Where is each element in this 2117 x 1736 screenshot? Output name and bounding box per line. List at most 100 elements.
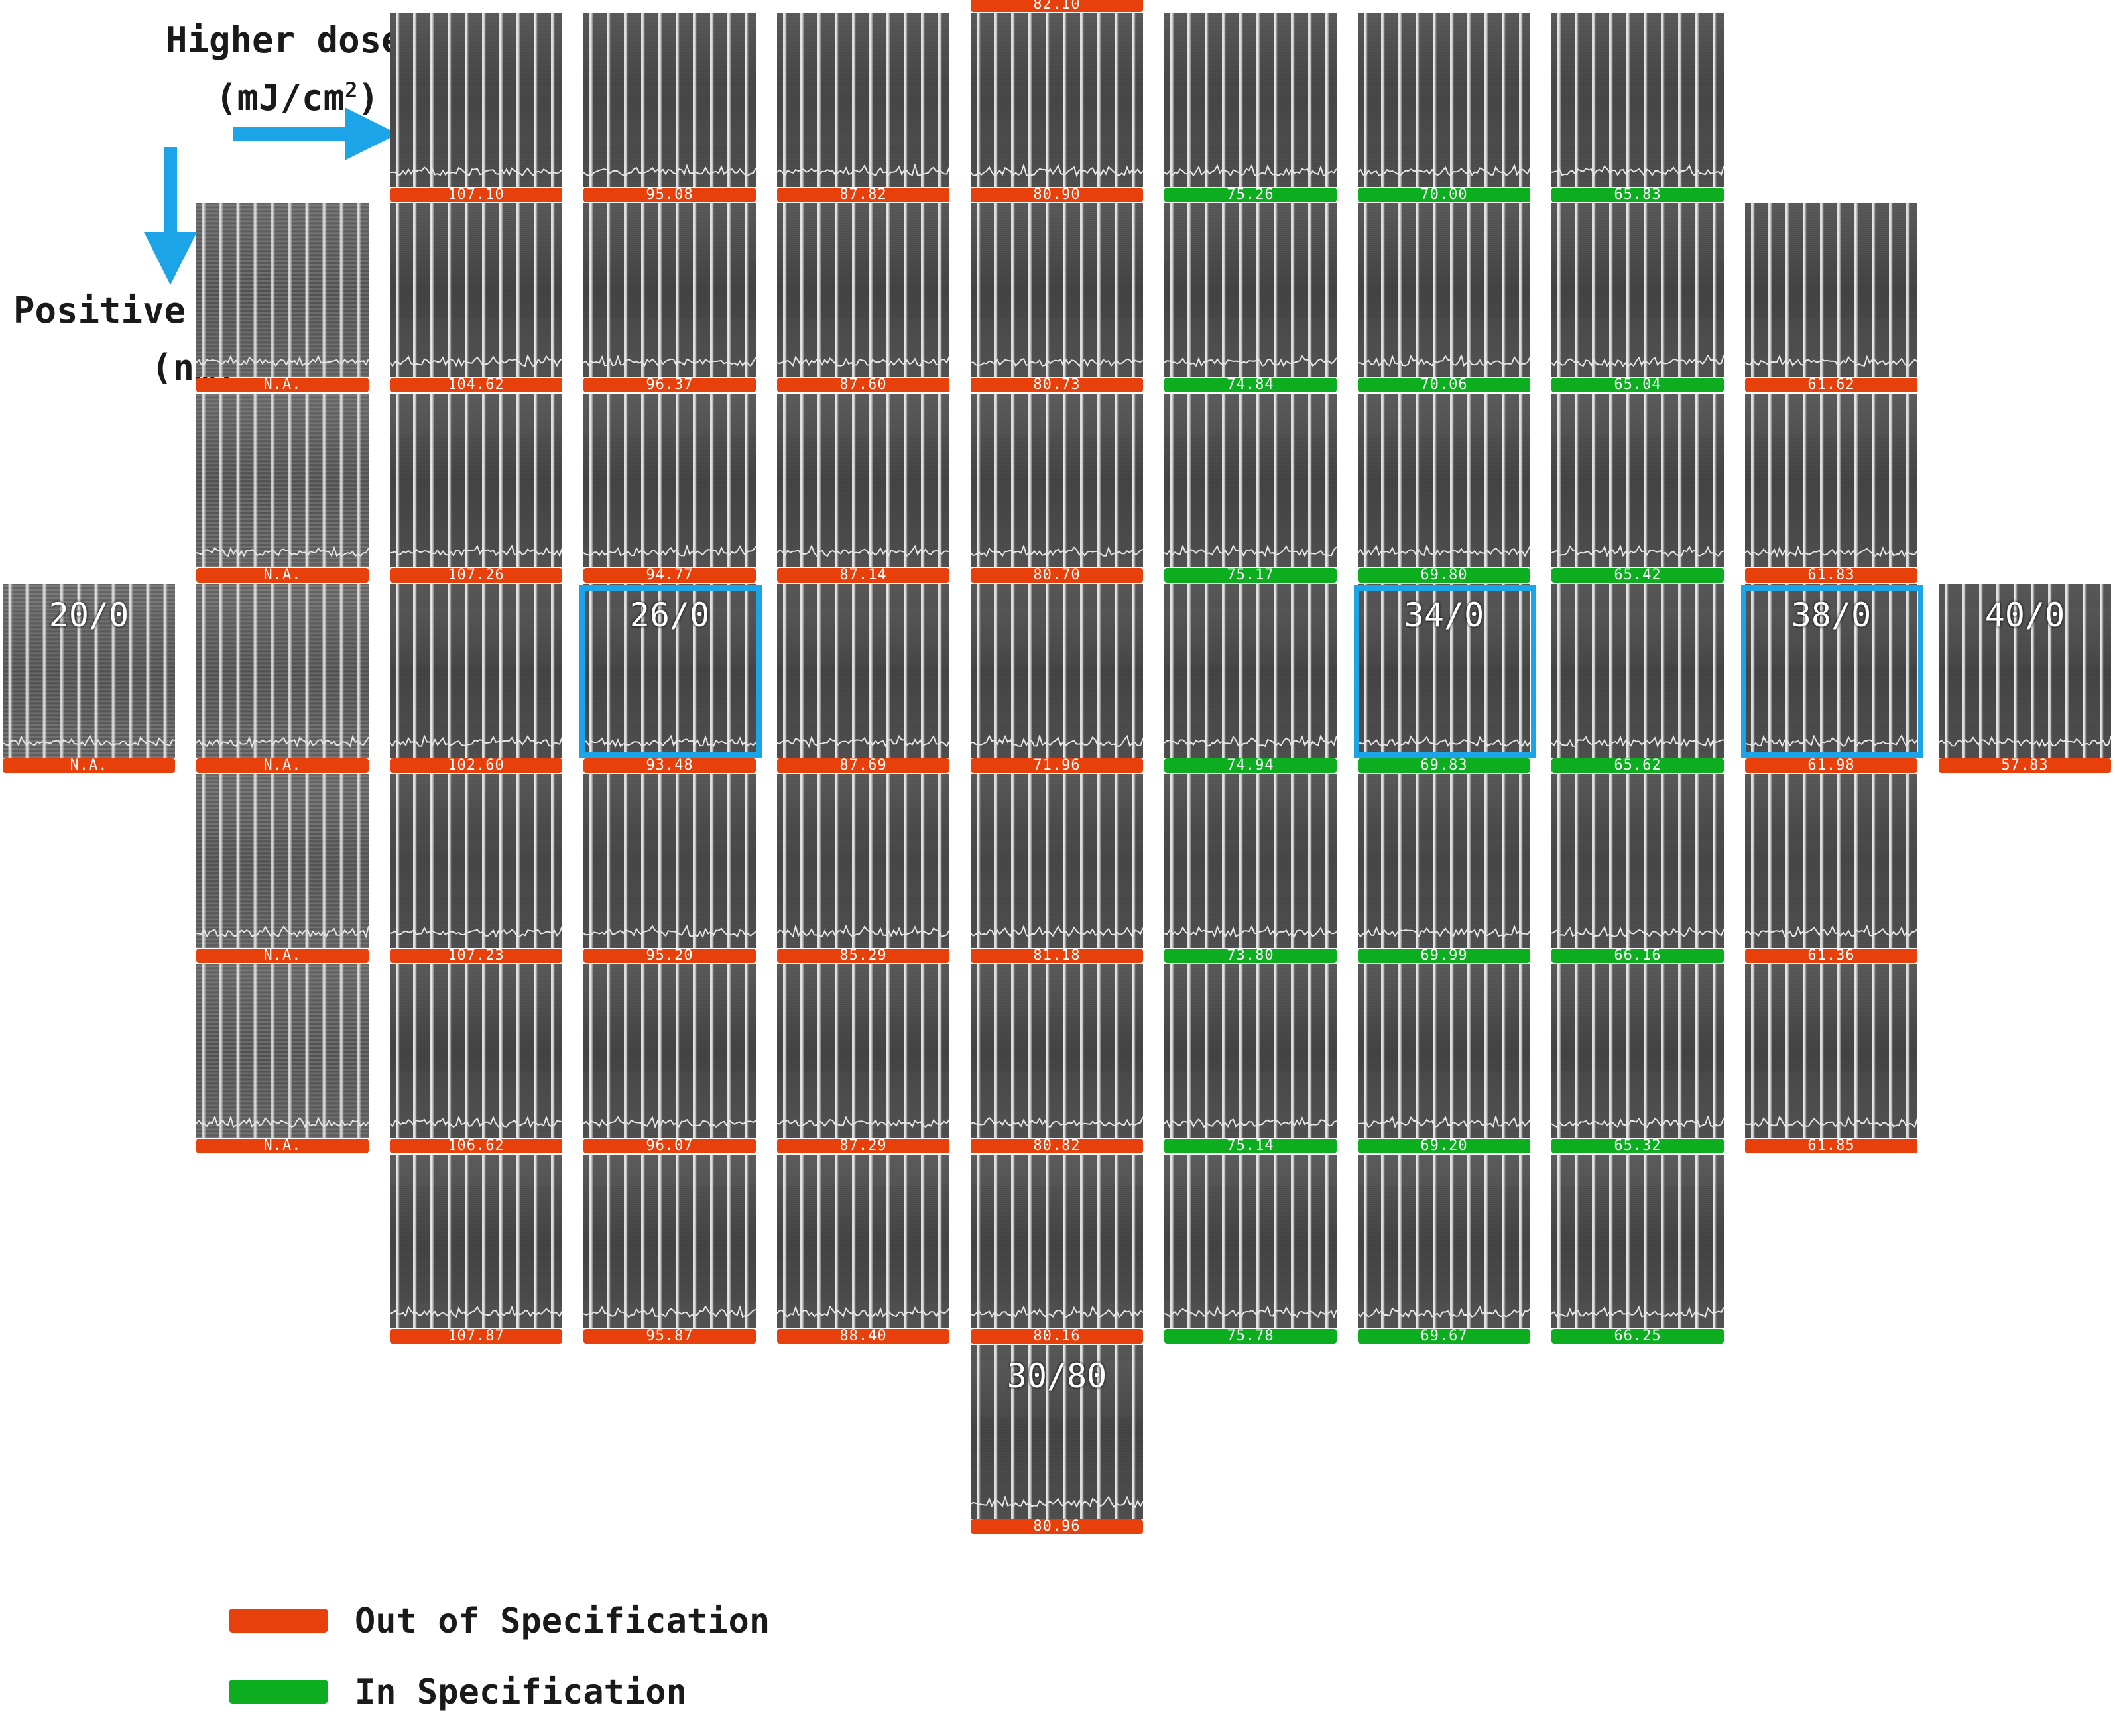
sem-image — [390, 1155, 562, 1328]
sem-image — [1164, 394, 1337, 567]
sem-image — [971, 964, 1143, 1138]
cd-value-bar: 66.25 — [1551, 1329, 1724, 1344]
cd-value-bar: 66.16 — [1551, 949, 1724, 963]
linescan-profile — [3, 735, 175, 747]
sem-image — [583, 964, 756, 1138]
linescan-profile — [1358, 545, 1530, 557]
cd-value-bar: 106.62 — [390, 1139, 562, 1153]
sem-tile: 107.87 — [390, 1155, 562, 1344]
sem-tile: 65.42 — [1551, 394, 1724, 583]
sem-image — [1164, 584, 1337, 758]
sem-tile: N.A. — [196, 774, 369, 963]
linescan-profile — [1164, 925, 1337, 939]
linescan-profile — [1551, 735, 1724, 748]
linescan-profile — [196, 925, 369, 939]
cd-value-bar: 74.84 — [1164, 378, 1337, 392]
linescan-profile — [1745, 545, 1917, 558]
sem-image — [1358, 203, 1530, 377]
dose-focus-label: 38/0 — [1791, 596, 1872, 634]
linescan-profile — [1551, 355, 1724, 367]
sem-image — [1358, 774, 1530, 948]
cd-value-bar: 96.07 — [583, 1139, 756, 1153]
sem-tile: 75.14 — [1164, 964, 1337, 1153]
cd-value-bar: 93.48 — [583, 758, 756, 773]
sem-image — [390, 964, 562, 1138]
sem-tile: 81.18 — [971, 774, 1143, 963]
sem-image — [971, 584, 1143, 758]
sem-tile: 65.32 — [1551, 964, 1724, 1153]
sem-tile: 80.16 — [971, 1155, 1143, 1344]
dose-unit-sup: 2 — [345, 78, 358, 103]
sem-image — [1358, 964, 1530, 1138]
sem-tile: 74.84 — [1164, 203, 1337, 392]
linescan-profile — [971, 545, 1143, 557]
sem-image — [1551, 13, 1724, 187]
dose-unit-main: (mJ/cm — [215, 77, 345, 119]
sem-image — [583, 584, 756, 758]
linescan-profile — [971, 1306, 1143, 1318]
cd-value-bar: 85.29 — [777, 949, 949, 963]
cd-value-bar: 57.83 — [1939, 758, 2111, 773]
linescan-profile — [1939, 736, 2111, 748]
cd-value-bar: 80.73 — [971, 378, 1143, 392]
cd-value-bar: 74.94 — [1164, 758, 1337, 773]
sem-image — [390, 13, 562, 187]
sem-image — [1939, 584, 2111, 758]
linescan-profile — [1164, 164, 1337, 177]
sem-tile: 104.62 — [390, 203, 562, 392]
linescan-profile — [777, 735, 949, 748]
sem-image — [777, 964, 949, 1138]
sem-tile: 87.29 — [777, 964, 949, 1153]
sem-tile: 106.62 — [390, 964, 562, 1153]
cd-value-bar: 69.80 — [1358, 568, 1530, 583]
cd-value-bar: 75.26 — [1164, 188, 1337, 202]
sem-tile: 73.80 — [1164, 774, 1337, 963]
sem-tile: 61.36 — [1745, 774, 1917, 963]
dose-focus-label: 26/0 — [629, 596, 710, 634]
sem-tile: 95.87 — [583, 1155, 756, 1344]
linescan-profile — [1745, 735, 1917, 748]
linescan-profile — [1745, 925, 1917, 938]
sem-tile: N.A. — [196, 964, 369, 1153]
linescan-profile — [390, 166, 562, 177]
linescan-profile — [1164, 1116, 1337, 1129]
sem-tile: 75.26 — [1164, 13, 1337, 202]
sem-tile: 87.69 — [777, 584, 949, 773]
cd-value-bar: 87.60 — [777, 378, 949, 392]
cd-value-bar: 87.14 — [777, 568, 949, 583]
sem-image — [196, 964, 369, 1138]
cd-value-bar: 87.69 — [777, 758, 949, 773]
sem-tile: N.A.20/0 — [3, 584, 175, 773]
linescan-profile — [583, 735, 756, 748]
sem-tile: 66.16 — [1551, 774, 1724, 963]
sem-image — [1551, 394, 1724, 567]
cd-value-bar: 75.14 — [1164, 1139, 1337, 1153]
cd-value-bar: 73.80 — [1164, 949, 1337, 963]
cd-value-bar: 107.26 — [390, 568, 562, 583]
sem-image — [1745, 394, 1917, 567]
linescan-profile — [583, 545, 756, 557]
sem-image — [583, 774, 756, 948]
linescan-profile — [1358, 1116, 1530, 1129]
sem-image — [971, 13, 1143, 187]
linescan-profile — [971, 735, 1143, 748]
cd-value-bar: 61.62 — [1745, 378, 1917, 392]
linescan-profile — [390, 1116, 562, 1129]
sem-tile: 80.82 — [971, 964, 1143, 1153]
sem-tile: 65.62 — [1551, 584, 1724, 773]
linescan-profile — [583, 164, 756, 176]
cd-value-bar: 107.10 — [390, 188, 562, 202]
cd-value-bar: N.A. — [196, 378, 369, 392]
sem-tile: 95.08 — [583, 13, 756, 202]
sem-image — [777, 394, 949, 567]
cd-value-bar: 87.82 — [777, 188, 949, 202]
linescan-profile — [777, 545, 949, 558]
sem-tile: N.A. — [196, 584, 369, 773]
cd-value-bar: 96.37 — [583, 378, 756, 392]
cd-value-bar: N.A. — [196, 949, 369, 963]
cd-value-bar: 65.42 — [1551, 568, 1724, 583]
linescan-profile — [583, 355, 756, 367]
sem-tile: 82.1030/-80 — [971, 0, 1143, 12]
linescan-profile — [1358, 925, 1530, 939]
